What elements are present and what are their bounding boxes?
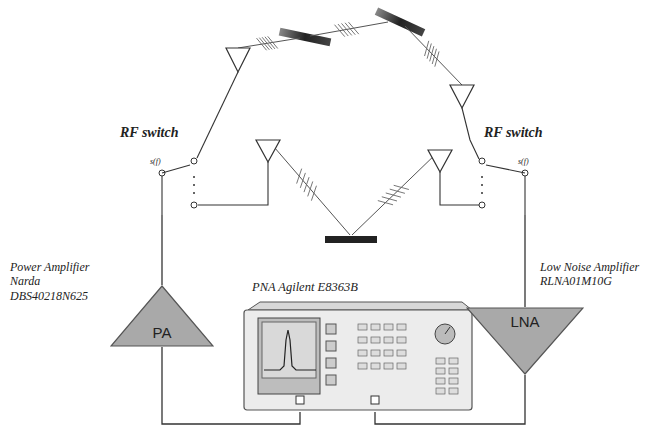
cable — [161, 215, 162, 285]
cable — [524, 215, 525, 307]
network-analyzer-shape — [240, 280, 475, 412]
feed-wire — [197, 72, 479, 205]
part-name: Power Amplifier Narda DBS40218N625 — [10, 260, 120, 303]
amplifier-label: LNA — [510, 313, 539, 330]
reflector-plate — [375, 7, 426, 36]
low-noise-amplifier: LNA — [466, 307, 584, 375]
part-name: Low Noise Amplifier RLNA01M10G — [540, 260, 654, 289]
node-heading: PNA Agilent E8363B — [252, 280, 475, 295]
reflector-plate — [279, 28, 332, 47]
node-heading: RF switch — [120, 125, 210, 141]
node-heading: RF switch — [484, 125, 550, 141]
network-analyzer: PNA Agilent E8363B — [240, 280, 475, 412]
antenna — [226, 48, 474, 172]
rf-switch: RF switch — [470, 125, 550, 215]
amplifier-label: PA — [153, 324, 172, 341]
reflector-plate — [325, 236, 377, 243]
wavefront-hatching — [257, 22, 440, 205]
beam-path — [238, 22, 462, 235]
rf-switch: RF switch — [120, 125, 210, 215]
signal-name: s(f) — [150, 157, 161, 167]
power-amplifier: PA — [110, 285, 214, 347]
signal-name: s(f) — [518, 157, 529, 167]
